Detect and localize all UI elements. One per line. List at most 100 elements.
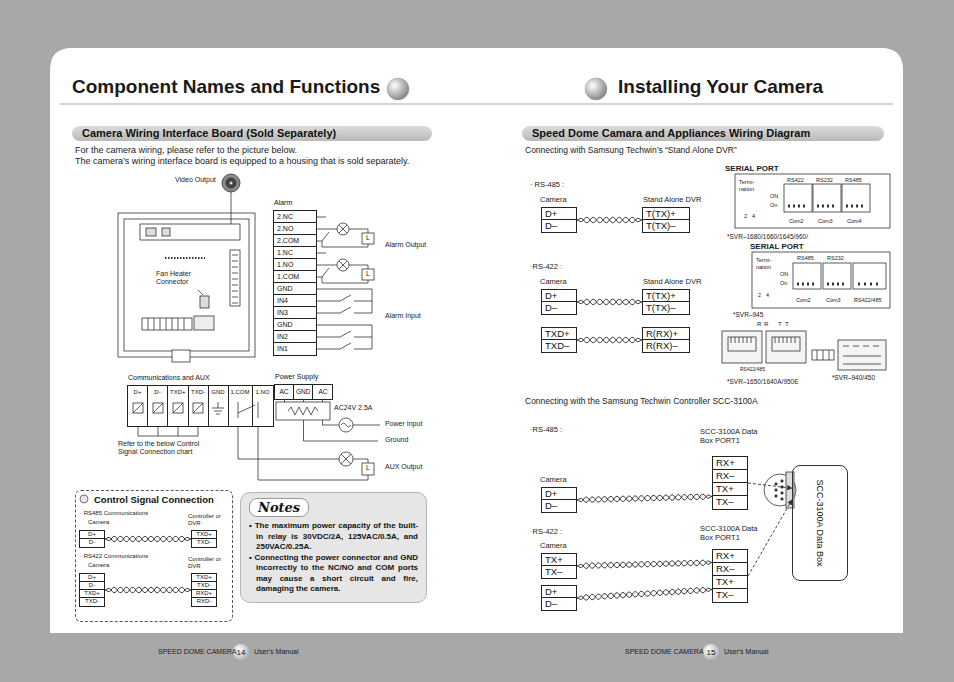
text-label: Power Input [385,420,422,428]
band-title: Speed Dome Camara and Appliances Wiring … [532,127,810,139]
twisted-pair-wire [577,494,712,503]
twisted-pair-wire [577,299,642,305]
data-box-port [775,495,777,497]
pin-label: D– [542,598,576,610]
text-label: RS422 [787,177,804,184]
page-number-text: 15 [707,648,716,657]
rj-connectors [766,331,806,363]
wire-strand [577,560,712,568]
power-wiring [276,402,330,420]
signal-arrow [748,483,792,488]
text-label: Camera [540,277,567,286]
pin-label: TXD+ [192,531,216,539]
block-heading: Power Supply [275,372,318,381]
pin-label: D+ [542,488,576,500]
text-label: RS422/485 [740,366,765,372]
text-label: R [757,321,761,328]
text-label: 2 [758,292,761,299]
interface-board [162,228,170,236]
wire-strand [577,494,712,503]
pin-label: 1.NO [253,386,273,426]
text-label: User's Manual [254,648,299,656]
pin-label: TXD– [542,340,576,352]
text-label: SCC-3100A Data Box PORT1 [700,427,764,445]
interface-board [165,257,205,259]
text-label: *SVR–1650/1640A/950E [727,378,799,386]
pin-label: TXD- [80,598,104,606]
text-label: T [778,321,782,328]
alarm-wiring [362,269,374,280]
wire-strand [577,588,712,600]
comms-wiring [173,403,183,413]
pin-label: T(TX)– [643,302,689,314]
text-label: *SVR–945 [733,311,763,319]
text-label: Refer to the below Control Signal Connec… [118,440,218,457]
pin-label: RX– [713,470,747,483]
interface-board [232,255,238,303]
signal-arrow [748,500,792,576]
terminal-block: D+D- [79,530,105,548]
text-label: Com4 [847,218,862,225]
wire-strand [105,536,191,542]
pin-label: D– [542,500,576,512]
text-label: Fan Heater Connector [156,270,204,287]
alarm-wiring [317,253,368,283]
terminal-block: D+D– [541,487,577,513]
pin-label: D+ [80,531,104,539]
pin-label: GND [294,385,313,399]
wire-strand [105,587,191,593]
pin-label: RXD+ [192,590,216,598]
text-label: Stand Alone DVR [643,277,701,286]
rj-connectors [817,350,829,360]
comms-wiring [138,426,198,436]
pin-label: D- [80,539,104,547]
text-label: Com2 [789,218,804,225]
pin-label: R(RX)– [643,340,689,352]
text-label: Camera [540,195,567,204]
pin-label: TXD- [192,539,216,547]
text-label: Alarm Input [385,312,421,320]
terminal-block: R(RX)+R(RX)– [642,327,690,353]
text-label: SCC-3100A Data Box PORT1 [700,524,764,542]
terminal-block: RX+RX–TX+TX– [712,549,748,603]
pin-label: T(TX)– [643,220,689,232]
serial-port-panel [842,184,870,212]
text-label: Connecting with Samsung Techwin’s “Stand… [525,145,737,155]
interface-board [229,181,233,185]
power-wiring [276,400,380,441]
pin-label: D- [80,582,104,590]
text-label: For the camera wiring, please refer to t… [75,145,297,156]
pin-label: D+ [542,290,576,302]
comms-wiring [341,454,351,464]
alarm-wiring [317,217,374,349]
interface-board [200,296,209,308]
text-label: Com2 [796,297,811,304]
text-label: Camera [88,519,109,526]
text-label: 4 [766,292,769,299]
text-label: SERIAL PORT [750,242,804,252]
terminal-block: T(TX)+T(TX)– [642,289,690,315]
twisted-pair-wire [577,337,642,343]
power-wiring [288,407,318,415]
twisted-pair-wire [105,587,191,593]
text-label: ·RS-422 : [530,527,562,536]
text-label: Ground [385,436,408,444]
text-label: 2 [744,213,747,220]
page-sheet [585,78,607,100]
pin-label: T(TX)+ [643,208,689,220]
pin-label: TX– [542,566,576,578]
note-text: • The maximum power capacity of the buil… [249,521,418,553]
data-box-device: SCC-3100A Data Box [792,465,848,581]
text-label: Component Names and Functions [72,76,380,99]
text-label: ·RS-422 : [530,262,562,271]
pin-label: GND [274,319,316,331]
text-label: SPEED DOME CAMERA [158,648,237,656]
pin-label: RX+ [713,457,747,470]
power-wiring [304,420,379,441]
interface-board [226,178,236,188]
device-name: SCC-3100A Data Box [815,479,825,566]
terminal-block: TXD+TXD– [541,327,577,353]
power-wiring [285,400,323,402]
serial-port-panel [752,252,890,308]
wire-strand [577,560,712,569]
